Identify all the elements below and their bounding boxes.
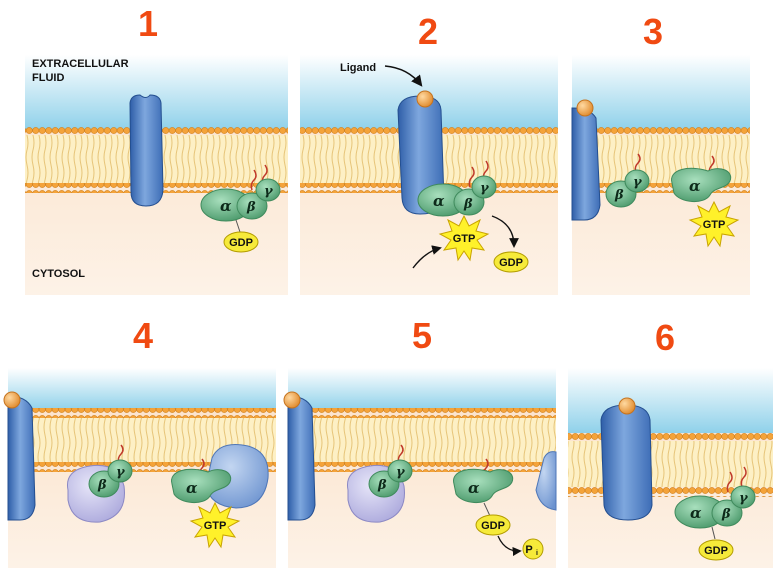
step-number-1: 1	[138, 3, 158, 44]
beta-subunit: β	[463, 197, 473, 212]
step-number-5: 5	[412, 315, 432, 356]
alpha-subunit: α	[186, 479, 198, 497]
svg-text:GTP: GTP	[703, 219, 726, 231]
phosphate-badge: P i	[522, 538, 544, 560]
fluid-label: FLUID	[32, 72, 64, 84]
gamma-subunit: γ	[739, 491, 749, 506]
beta-gamma-dimer: β γ	[368, 444, 413, 498]
alpha-subunit: α	[220, 197, 232, 215]
alpha-subunit-active: α	[671, 155, 732, 203]
alpha-subunit: α	[689, 177, 701, 195]
gtp-star: GTP	[190, 502, 240, 548]
membrane	[8, 408, 276, 472]
beta-subunit: β	[97, 478, 107, 493]
g-protein: α β γ	[200, 164, 281, 222]
receptor	[7, 395, 36, 521]
step-number-2: 2	[418, 11, 438, 52]
svg-text:i: i	[536, 550, 538, 557]
alpha-subunit-active: α	[171, 458, 232, 504]
step-number-3: 3	[643, 11, 663, 52]
ligand	[283, 391, 301, 409]
receptor	[129, 94, 164, 207]
panel-4: β γ α GTP	[3, 368, 276, 568]
beta-subunit: β	[721, 507, 731, 522]
g-protein: α β γ	[674, 466, 756, 529]
gdp-badge: GDP	[475, 514, 511, 536]
alpha-subunit: α	[690, 504, 702, 522]
receptor	[571, 107, 601, 221]
gamma-subunit: γ	[396, 465, 406, 480]
g-protein: α β γ	[417, 160, 497, 217]
beta-subunit: β	[246, 200, 256, 215]
beta-subunit: β	[614, 188, 624, 203]
panel-1: α β γ GDP EXTRACELLULAR FLUID CYTOSOL	[25, 55, 288, 295]
gtp-star: GTP	[439, 215, 489, 261]
alpha-subunit: α	[468, 479, 480, 497]
svg-text:GDP: GDP	[704, 545, 728, 557]
panel-5: β γ α GDP P i	[283, 368, 557, 568]
panel-2: Ligand α β γ GTP GDP	[300, 55, 558, 295]
gdp-badge: GDP	[493, 251, 529, 273]
effector-protein	[205, 444, 269, 509]
svg-text:GDP: GDP	[481, 520, 505, 532]
svg-text:GTP: GTP	[453, 233, 476, 245]
beta-gamma-dimer: β γ	[605, 153, 650, 208]
gamma-subunit: γ	[480, 181, 490, 196]
gamma-subunit: γ	[633, 175, 643, 190]
panel-6: α β γ GDP	[568, 368, 773, 568]
gdp-badge: GDP	[223, 231, 259, 253]
gamma-subunit: γ	[264, 184, 274, 199]
svg-text:GTP: GTP	[204, 520, 227, 532]
alpha-subunit-inactive: α	[453, 458, 514, 504]
svg-text:GDP: GDP	[229, 237, 253, 249]
receptor	[600, 404, 653, 521]
gdp-badge: GDP	[698, 539, 734, 561]
cytosol-label: CYTOSOL	[32, 268, 85, 280]
ligand	[416, 90, 434, 108]
ligand-label: Ligand	[340, 62, 376, 74]
membrane	[288, 408, 556, 472]
step-number-4: 4	[133, 315, 153, 356]
receptor	[287, 395, 316, 521]
ligand	[3, 391, 21, 409]
ligand	[618, 397, 636, 415]
panel-3: β γ α GTP	[571, 55, 750, 295]
svg-text:P: P	[525, 544, 532, 556]
ligand	[576, 99, 594, 117]
gamma-subunit: γ	[116, 465, 126, 480]
extracellular-label: EXTRACELLULAR	[32, 58, 129, 70]
step-number-6: 6	[655, 317, 675, 358]
effector-protein	[535, 451, 557, 511]
gtp-star: GTP	[689, 201, 739, 247]
beta-subunit: β	[377, 478, 387, 493]
alpha-subunit: α	[433, 192, 445, 210]
svg-text:GDP: GDP	[499, 257, 523, 269]
beta-gamma-dimer: β γ	[88, 444, 133, 498]
